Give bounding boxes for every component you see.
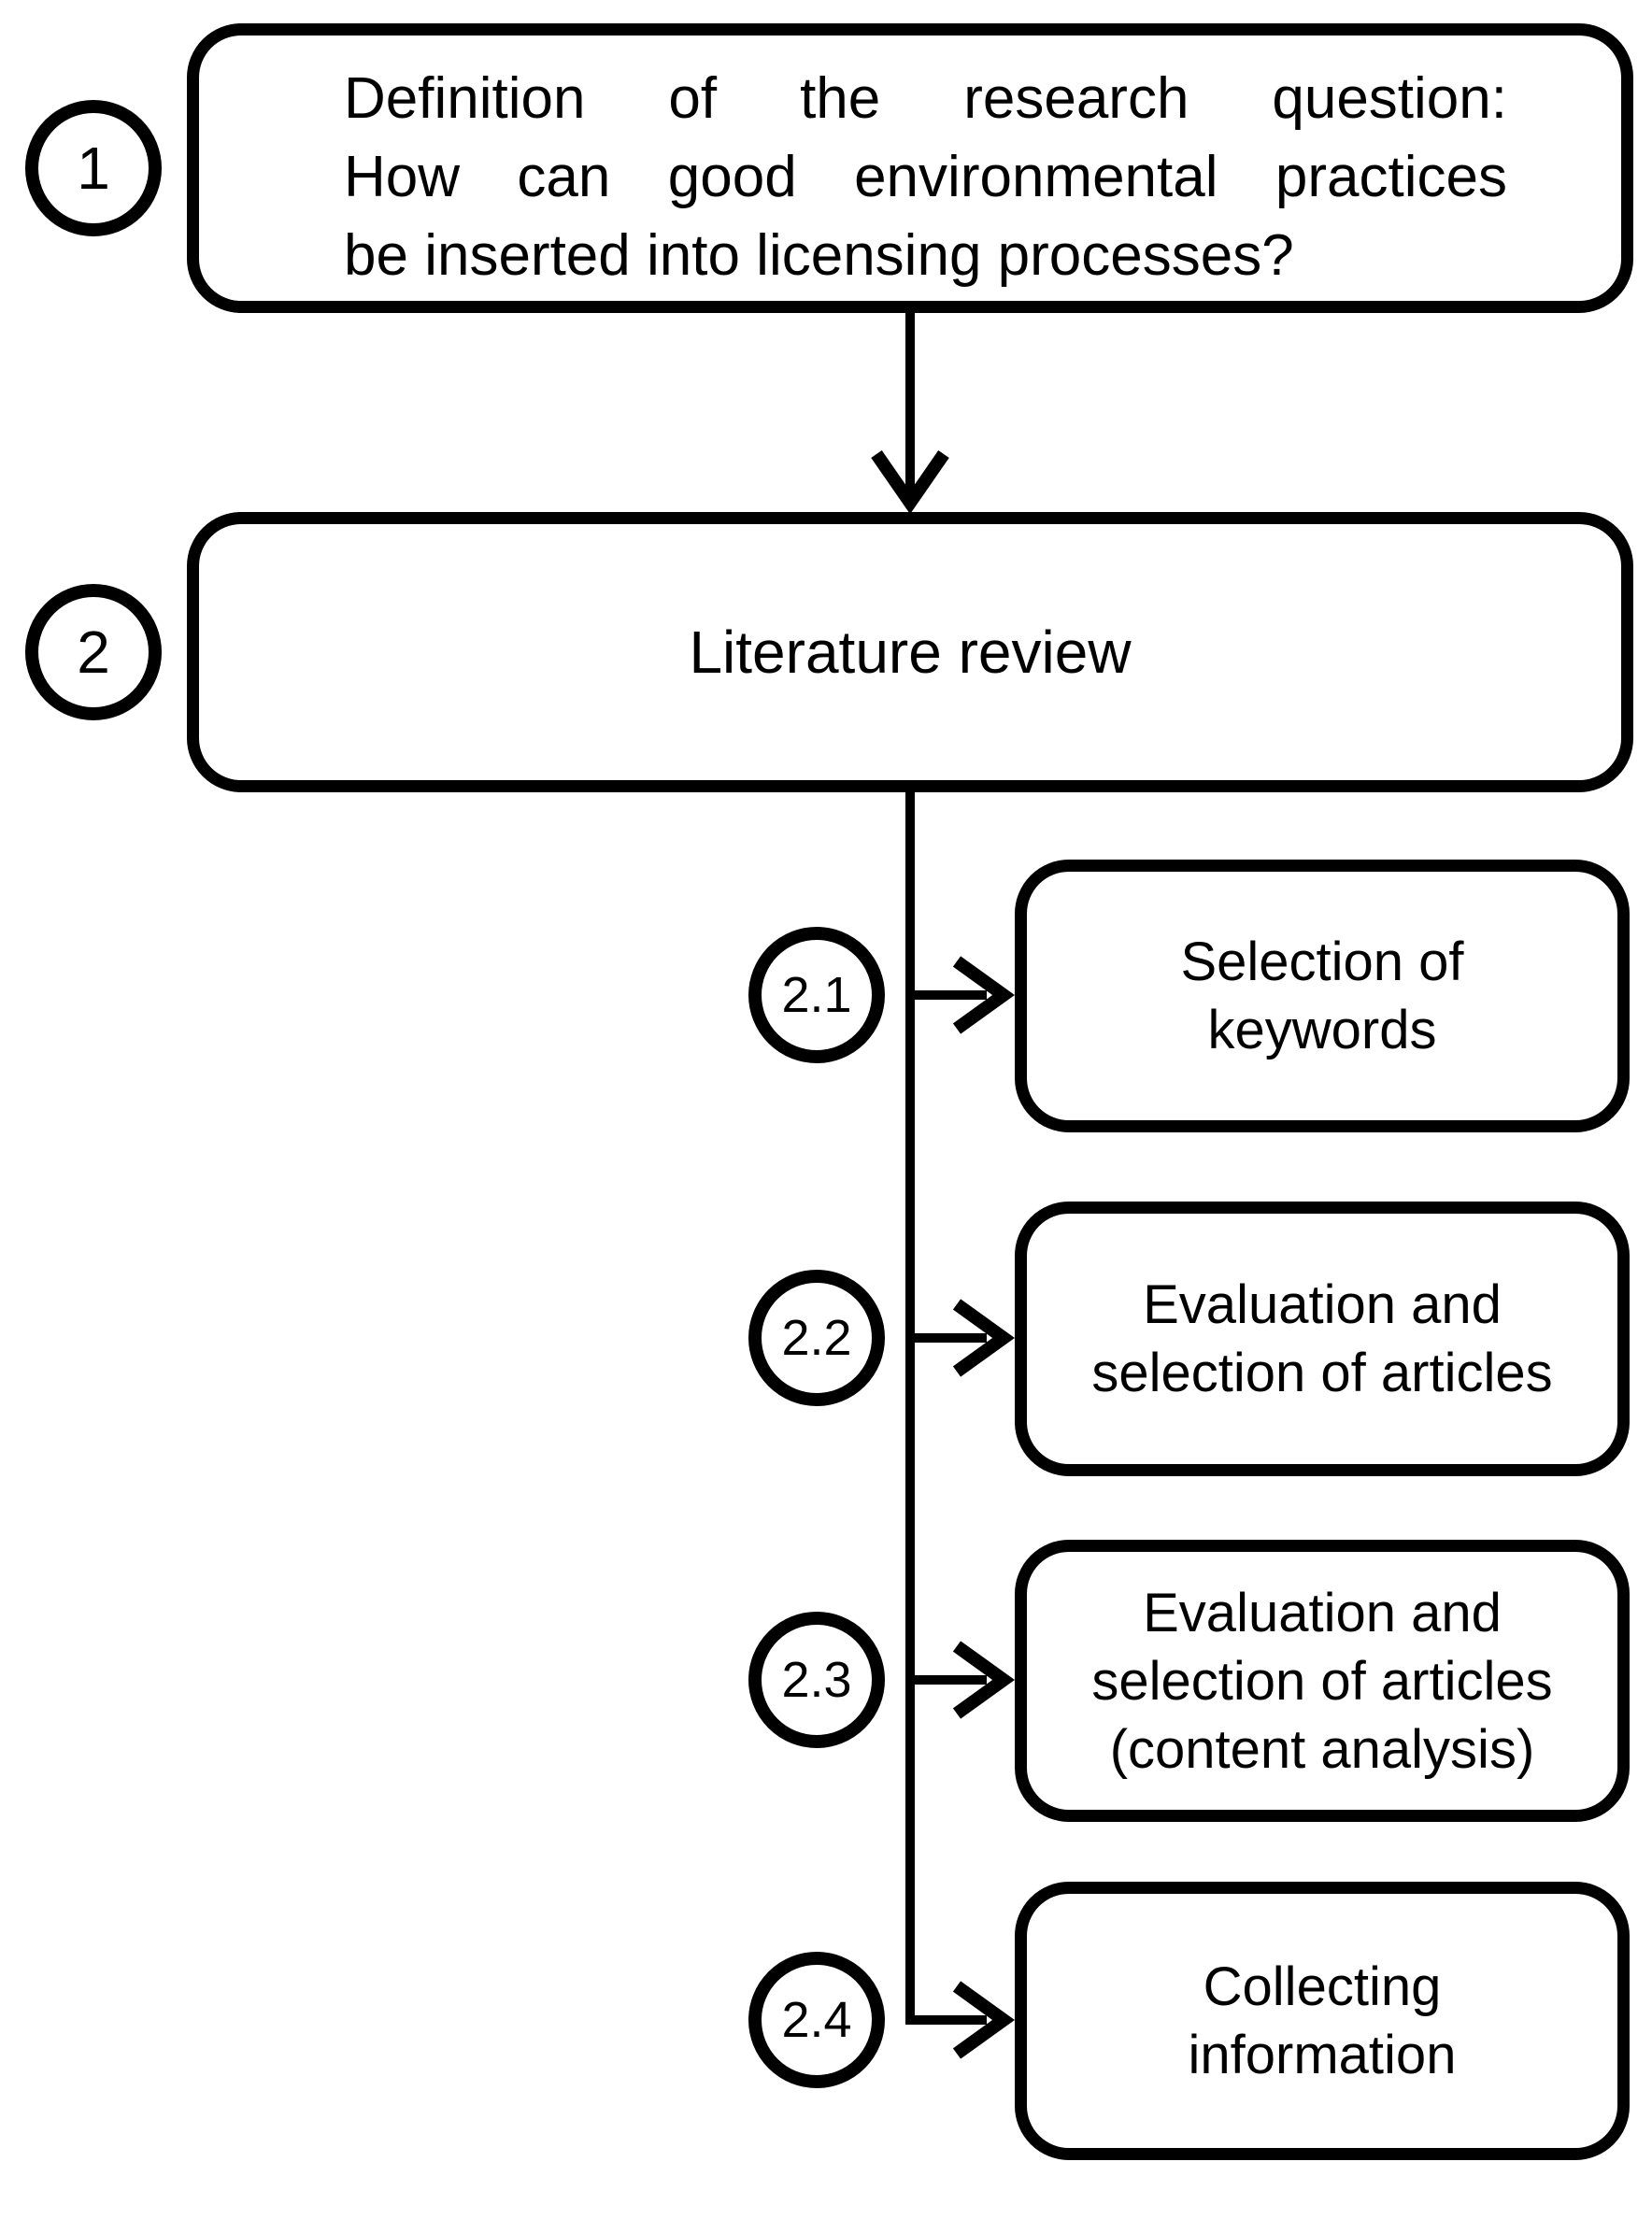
step-badge-2-1-label: 2.1: [781, 967, 852, 1023]
arrow-down-head: [871, 450, 949, 515]
node-content-analysis-line-2: selection of articles: [1091, 1650, 1553, 1712]
node-evaluation-articles-box: Evaluation and selection of articles: [1015, 1202, 1630, 1476]
branch-arrow-24-head: [952, 1981, 1015, 2059]
step-badge-2: 2: [25, 584, 162, 720]
branch-arrow-23-head: [952, 1641, 1015, 1719]
node-content-analysis-line-1: Evaluation and: [1143, 1582, 1502, 1643]
node-collecting-information-line-1: Collecting: [1203, 1956, 1442, 2017]
step-badge-2-label: 2: [77, 619, 110, 686]
step-badge-2-1: 2.1: [748, 927, 885, 1063]
branch-arrow-21-head: [952, 956, 1015, 1034]
node-definition-line-2: How can good environmental practices: [344, 145, 1507, 209]
node-literature-review-label: Literature review: [689, 619, 1132, 686]
node-selection-keywords-box: Selection of keywords: [1015, 860, 1630, 1132]
node-content-analysis-line-3: (content analysis): [1109, 1718, 1535, 1780]
step-badge-2-4-label: 2.4: [781, 1992, 852, 2048]
step-badge-2-3: 2.3: [748, 1612, 885, 1748]
node-collecting-information-line-2: information: [1188, 2025, 1457, 2085]
step-badge-1: 1: [25, 100, 162, 236]
step-badge-2-3-label: 2.3: [781, 1652, 852, 1708]
node-collecting-information-box: Collecting information: [1015, 1882, 1630, 2160]
node-evaluation-articles-line-1: Evaluation and: [1143, 1274, 1502, 1335]
step-badge-1-label: 1: [77, 135, 110, 202]
node-content-analysis-box: Evaluation and selection of articles (co…: [1015, 1540, 1630, 1822]
node-definition-box: Definition of the research question: How…: [187, 23, 1633, 313]
node-selection-keywords-line-1: Selection of: [1180, 932, 1464, 992]
branch-arrow-22-head: [952, 1299, 1015, 1377]
step-badge-2-2-label: 2.2: [781, 1310, 852, 1366]
node-literature-review-box: Literature review: [187, 512, 1633, 792]
node-evaluation-articles-line-2: selection of articles: [1091, 1343, 1553, 1403]
step-badge-2-2: 2.2: [748, 1270, 885, 1406]
step-badge-2-4: 2.4: [748, 1952, 885, 2088]
node-definition-line-3: be inserted into licensing processes?: [344, 223, 1294, 288]
node-definition-text: Definition of the research question: How…: [344, 60, 1507, 295]
node-selection-keywords-line-2: keywords: [1207, 1000, 1437, 1060]
node-definition-line-1: Definition of the research question:: [344, 66, 1507, 131]
